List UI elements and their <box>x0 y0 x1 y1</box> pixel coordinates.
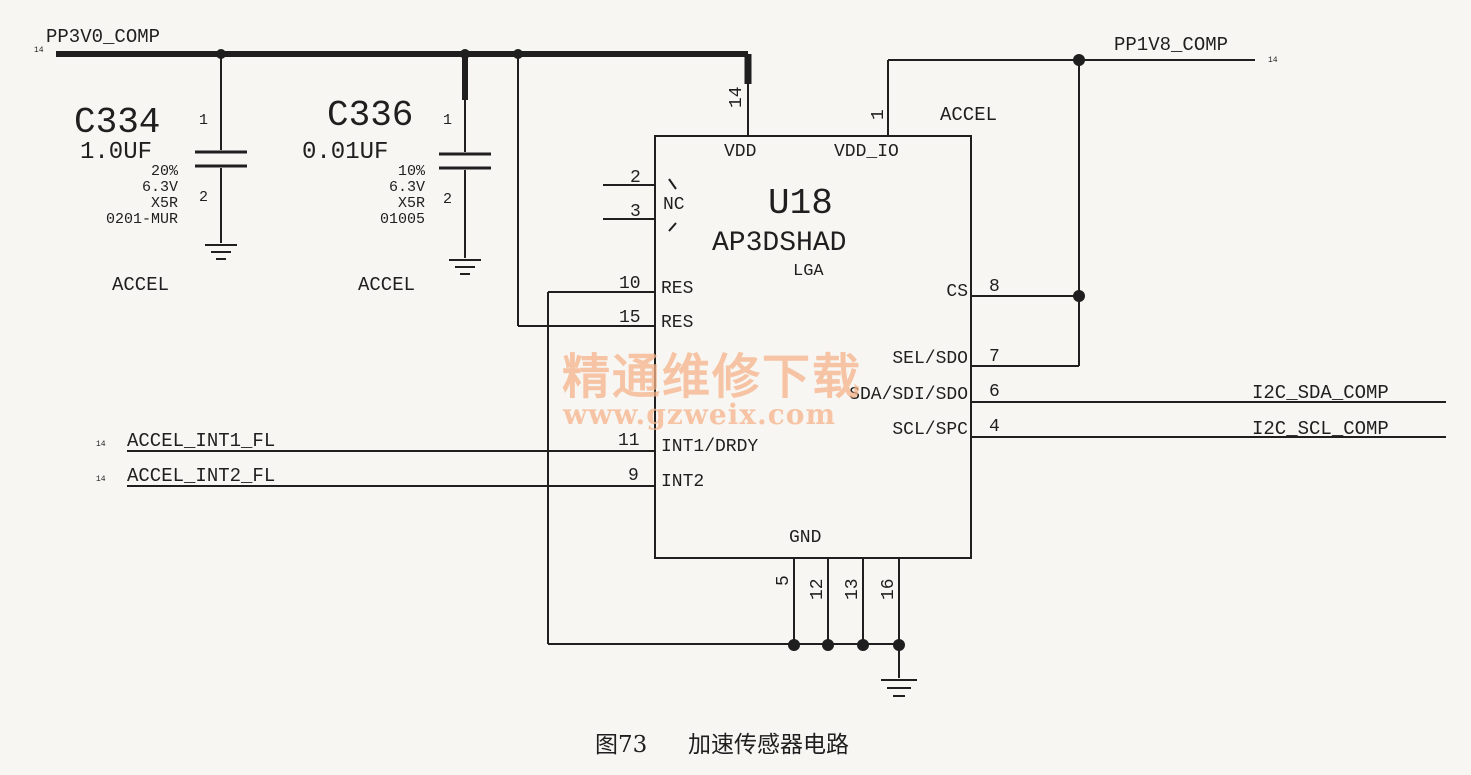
u18-ref: U18 <box>768 183 833 224</box>
c336-pin1: 1 <box>443 112 452 129</box>
caption-text: 加速传感器电路 <box>688 732 849 758</box>
pin-name-res15: RES <box>661 313 693 333</box>
pin-number-vdd-io: 1 <box>869 109 889 120</box>
pin-name-sel: SEL/SDO <box>892 349 968 369</box>
c336-pkg: 01005 <box>380 211 425 228</box>
c334-tol: 20% <box>151 163 179 180</box>
c336-pin2: 2 <box>443 191 452 208</box>
net-page-ref: 14 <box>1268 56 1278 65</box>
watermark-title: 精通维修下载 <box>562 349 862 405</box>
net-label-int2: ACCEL_INT2_FL <box>127 465 275 487</box>
pin-number-gnd: 5 <box>774 575 794 586</box>
u18-part: AP3DSHAD <box>712 228 846 259</box>
c336-ref: C336 <box>327 95 413 136</box>
pin-name-vdd: VDD <box>724 142 756 162</box>
c334-value: 1.0UF <box>80 139 152 166</box>
pin-number-gnd: 16 <box>879 578 899 600</box>
pin-number-gnd: 12 <box>808 578 828 600</box>
pin-name-scl: SCL/SPC <box>892 420 968 440</box>
pin-name-res10: RES <box>661 279 693 299</box>
c336-group: ACCEL <box>358 274 415 296</box>
pin-number-res15: 15 <box>619 308 641 328</box>
c336-volt: 6.3V <box>389 179 425 196</box>
c336-dielectric: X5R <box>398 195 425 212</box>
net-label-pp3v0: PP3V0_COMP <box>46 26 160 48</box>
pin-number-vdd: 14 <box>727 86 747 108</box>
net-label-i2c-sda: I2C_SDA_COMP <box>1252 382 1389 404</box>
watermark-url: www.gzweix.com <box>562 398 836 431</box>
pin-number-int1: 11 <box>618 431 640 451</box>
pin-number-cs: 8 <box>989 277 1000 297</box>
net-label-int1: ACCEL_INT1_FL <box>127 430 275 452</box>
net-page-ref: 14 <box>96 440 106 449</box>
pin-number-res10: 10 <box>619 274 641 294</box>
c334-pin1: 1 <box>199 112 208 129</box>
pin-name-gnd: GND <box>789 528 821 548</box>
c334-volt: 6.3V <box>142 179 178 196</box>
pin-name-vdd-io: VDD_IO <box>834 142 899 162</box>
u18-pkg: LGA <box>793 262 824 281</box>
pin-name-nc: NC <box>663 195 685 215</box>
pin-number-nc-b: 3 <box>630 202 641 222</box>
net-label-i2c-scl: I2C_SCL_COMP <box>1252 418 1389 440</box>
pin-name-cs: CS <box>946 282 968 302</box>
pin-number-nc-a: 2 <box>630 168 641 188</box>
net-label-pp1v8: PP1V8_COMP <box>1114 34 1228 56</box>
pin-name-int2: INT2 <box>661 472 704 492</box>
pin-number-gnd: 13 <box>843 578 863 600</box>
c334-pin2: 2 <box>199 189 208 206</box>
net-page-ref: 14 <box>96 475 106 484</box>
c334-dielectric: X5R <box>151 195 178 212</box>
ground-symbol <box>205 244 237 260</box>
c336-value: 0.01UF <box>302 139 388 166</box>
c334-ref: C334 <box>74 102 160 143</box>
pin-name-sda: SDA/SDI/SDO <box>849 385 968 405</box>
ground-symbol <box>881 679 917 697</box>
c334-group: ACCEL <box>112 274 169 296</box>
caption-fig: 图73 <box>595 732 647 758</box>
net-page-ref: 14 <box>34 46 44 55</box>
junction-dots <box>216 49 1085 651</box>
ground-symbol <box>449 259 481 275</box>
pin-number-scl: 4 <box>989 417 1000 437</box>
u18-group: ACCEL <box>940 104 997 126</box>
c336-tol: 10% <box>398 163 426 180</box>
c334-pkg: 0201-MUR <box>106 211 178 228</box>
pin-name-int1: INT1/DRDY <box>661 437 758 457</box>
pin-number-sel: 7 <box>989 347 1000 367</box>
u18-body <box>654 135 972 559</box>
pin-number-int2: 9 <box>628 466 639 486</box>
pin-number-sda: 6 <box>989 382 1000 402</box>
